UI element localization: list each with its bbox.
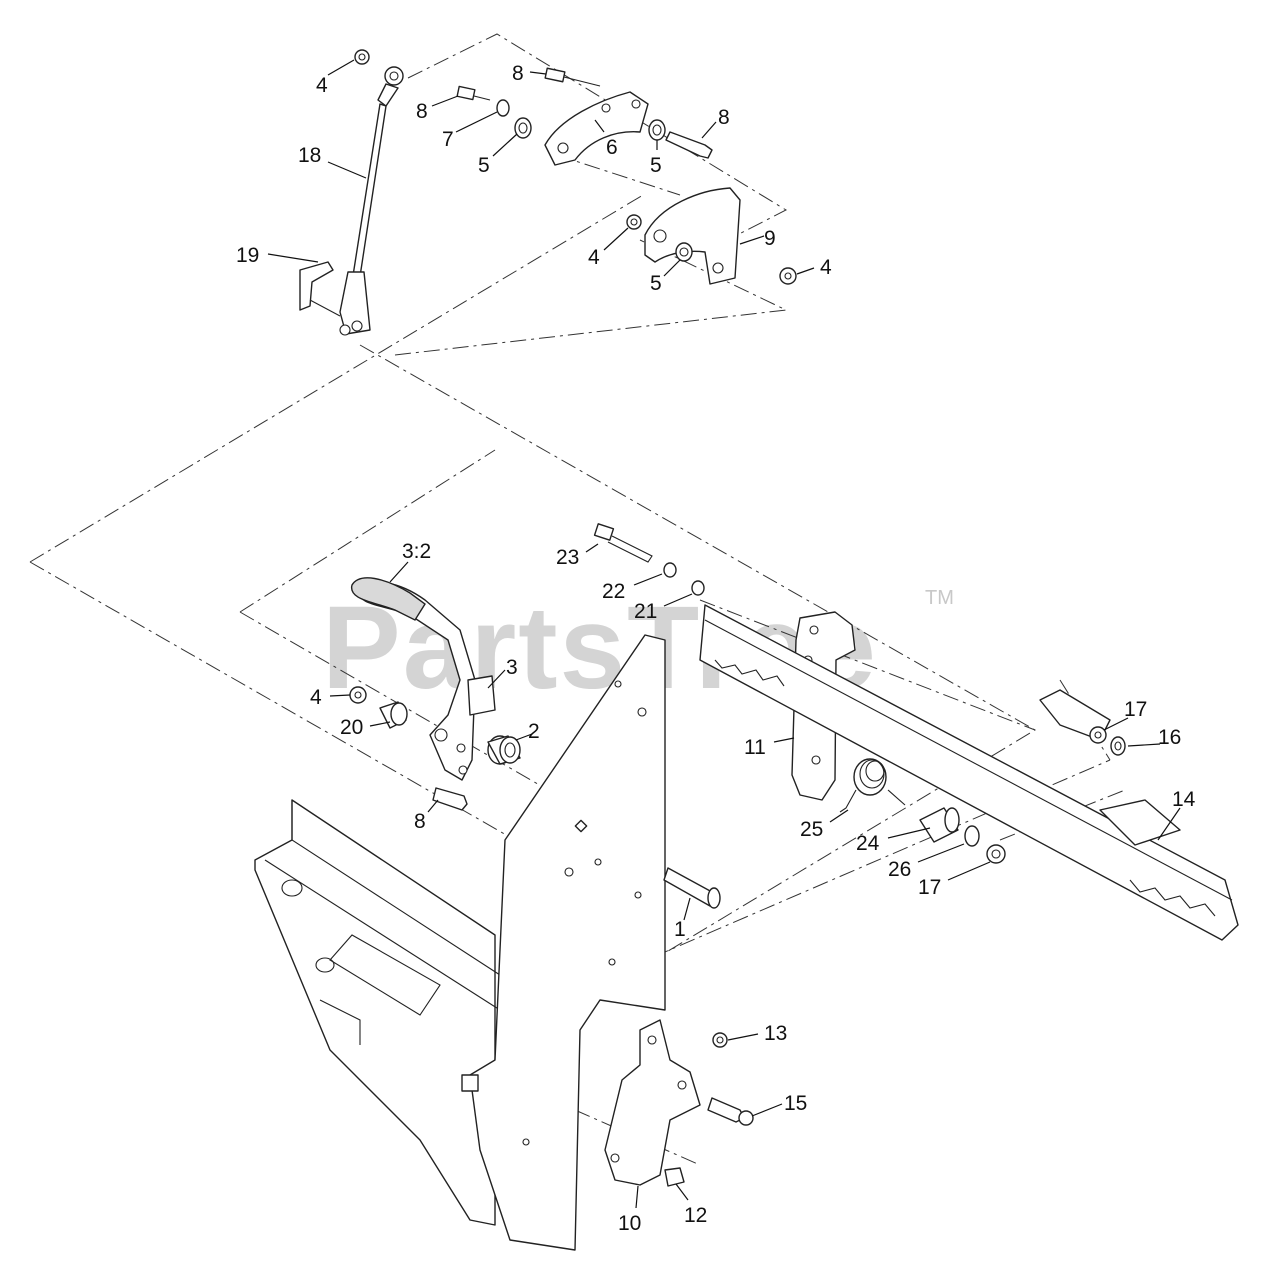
callout-6: 6 [606, 136, 618, 159]
chassis-frame [254, 799, 501, 1226]
bushing-5-c [675, 242, 693, 262]
rail-14 [699, 604, 1239, 941]
lever-3 [351, 577, 496, 781]
washer-16 [1110, 736, 1126, 756]
callout-16: 16 [1158, 726, 1181, 749]
watermark-trademark: TM [925, 587, 954, 609]
bolt-8-a [544, 67, 601, 87]
nut-4-lever [349, 686, 367, 704]
pin-1 [663, 867, 721, 909]
bolt-8-c [665, 131, 713, 159]
callout-4a: 4 [316, 74, 328, 97]
callout-3: 3 [506, 656, 518, 679]
callout-11: 11 [744, 736, 766, 759]
callout-21: 21 [634, 600, 657, 623]
callout-5a: 5 [478, 154, 490, 177]
callout-24: 24 [856, 832, 880, 855]
callout-18: 18 [298, 144, 321, 167]
center-mount-plate [461, 634, 666, 1251]
callout-1: 1 [674, 918, 686, 941]
callout-3-2: 3:2 [402, 540, 431, 563]
bolt-23 [593, 523, 653, 563]
callout-14: 14 [1172, 788, 1196, 811]
callout-13: 13 [764, 1022, 787, 1045]
nut-4-top [354, 49, 370, 65]
bushing-5-b [648, 119, 666, 141]
callout-8a: 8 [512, 62, 524, 85]
callout-12: 12 [684, 1204, 707, 1227]
washer-22 [663, 562, 677, 578]
spacer-24 [919, 807, 960, 843]
callout-23: 23 [556, 546, 579, 569]
callout-22: 22 [602, 580, 625, 603]
leader-lines [267, 59, 1181, 1209]
callout-5b: 5 [650, 154, 662, 177]
bushing-5-a [514, 117, 532, 139]
callout-17b: 17 [918, 876, 941, 899]
bolt-15 [707, 1097, 754, 1126]
callout-5c: 5 [650, 272, 662, 295]
nut-13 [712, 1032, 728, 1048]
spacer-21 [691, 580, 705, 596]
callout-8c: 8 [718, 106, 730, 129]
washer-7 [496, 99, 510, 117]
bracket-10 [604, 1019, 701, 1186]
nut-17-upper [1089, 726, 1107, 744]
callout-2: 2 [528, 720, 540, 743]
bolt-12 [664, 1167, 685, 1187]
callout-10: 10 [618, 1212, 641, 1235]
callout-20: 20 [340, 716, 363, 739]
plate-6 [544, 91, 649, 166]
callout-4c: 4 [820, 256, 832, 279]
callout-15: 15 [784, 1092, 807, 1115]
callout-25: 25 [800, 818, 823, 841]
callout-4d: 4 [310, 686, 322, 709]
nut-4-right [779, 267, 797, 285]
nut-17-lower [986, 844, 1006, 864]
link-rod-18 [339, 66, 404, 336]
callout-7: 7 [442, 128, 454, 151]
bracket-9 [644, 187, 741, 285]
spring-25 [839, 758, 906, 813]
callout-8b: 8 [416, 100, 428, 123]
callout-8d: 8 [414, 810, 426, 833]
bolt-8-lever [432, 787, 468, 811]
washer-26 [964, 825, 980, 847]
spacer-20 [379, 701, 408, 729]
bolt-8-b [456, 85, 491, 101]
callout-19: 19 [236, 244, 259, 267]
callout-9: 9 [764, 227, 776, 250]
bushing-2 [487, 735, 521, 765]
clip-pin-19 [299, 261, 341, 317]
callout-26: 26 [888, 858, 911, 881]
callout-17a: 17 [1124, 698, 1147, 721]
callout-4b: 4 [588, 246, 600, 269]
nut-4-mid [626, 214, 642, 230]
